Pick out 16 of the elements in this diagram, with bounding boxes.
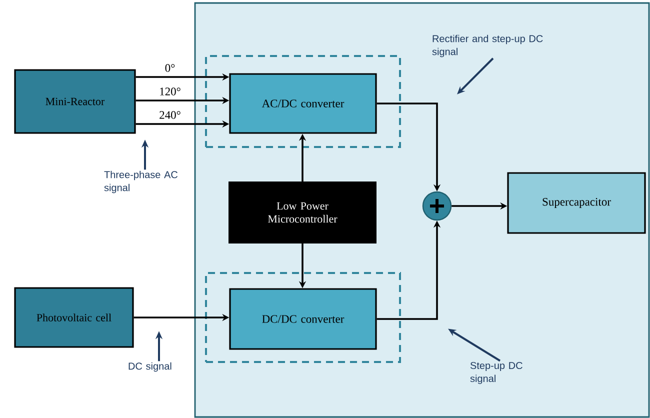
source-box: Photovoltaic cell bbox=[14, 287, 134, 348]
annotation-text: DC signal bbox=[128, 362, 172, 372]
summing-junction bbox=[422, 191, 452, 221]
edge-label: 120° bbox=[160, 88, 180, 96]
converter-box: AC/DC converter bbox=[229, 73, 377, 134]
source-box: Mini-Reactor bbox=[14, 69, 136, 134]
annotation-text: Rectifier and step-up DC signal bbox=[432, 34, 543, 58]
annotation-text: Step-up DC signal bbox=[470, 362, 522, 384]
dashed-group-box bbox=[205, 272, 401, 363]
controller-box: Low Power Microcontroller bbox=[228, 182, 376, 244]
edge-label: 0° bbox=[165, 64, 175, 72]
edge-label: 240° bbox=[160, 111, 180, 119]
converter-box: DC/DC converter bbox=[229, 288, 377, 350]
dashed-group-box bbox=[205, 55, 401, 148]
annotation-text: Three-phase AC signal bbox=[104, 170, 178, 194]
storage-box: Supercapacitor bbox=[507, 172, 646, 234]
